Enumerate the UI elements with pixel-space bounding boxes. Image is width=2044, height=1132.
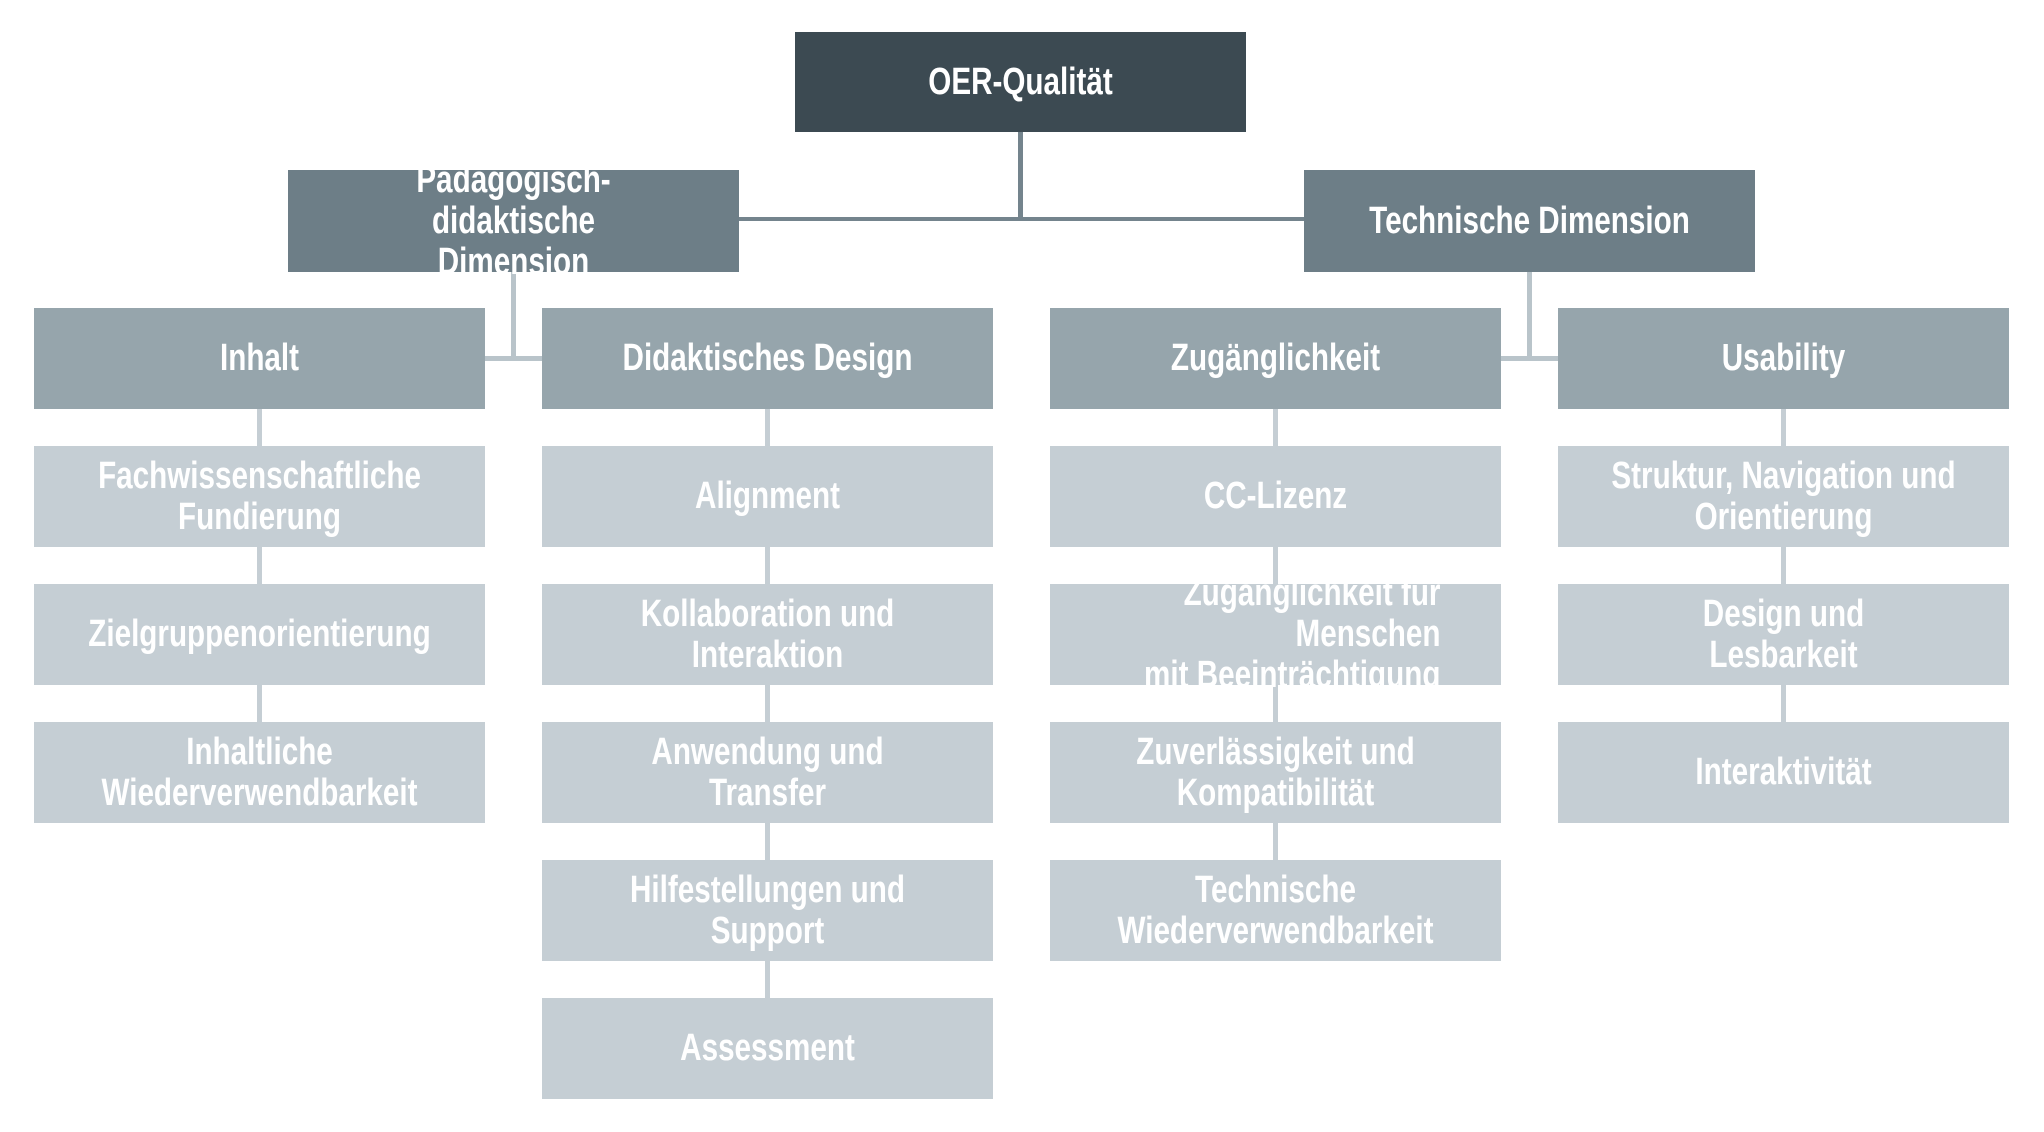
node-category-inhalt-label: Inhalt <box>219 337 300 379</box>
connector-paedagogisch-span <box>485 356 542 361</box>
node-dimension-technisch: Technische Dimension <box>1304 170 1755 272</box>
connector-inhalt-3 <box>257 685 262 722</box>
node-item-kollaboration-und-interaktion: Kollaboration und Interaktion <box>542 584 993 685</box>
connector-paedagogisch-drop <box>511 272 516 361</box>
connector-zugaenglichkeit-1 <box>1273 409 1278 446</box>
node-item-zielgruppenorientierung: Zielgruppenorientierung <box>34 584 485 685</box>
node-item-cc-lizenz: CC-Lizenz <box>1050 446 1501 547</box>
node-item-label: Fachwissenschaftliche Fundierung <box>98 454 421 538</box>
connector-root-span <box>739 217 1305 221</box>
node-item-zuverlaessigkeit-und-kompatibilitaet: Zuverlässigkeit und Kompatibilität <box>1050 722 1501 823</box>
node-item-design-und-lesbarkeit: Design und Lesbarkeit <box>1558 584 2009 685</box>
connector-didaktik-1 <box>765 409 770 446</box>
node-dimension-technisch-label: Technische Dimension <box>1369 199 1690 242</box>
node-dimension-paedagogisch-didaktisch: Pädagogisch-didaktische Dimension <box>288 159 739 282</box>
node-item-label: Zugänglichkeit für Menschen mit Beeinträ… <box>1144 572 1441 696</box>
connector-usability-1 <box>1781 409 1786 446</box>
connector-didaktik-2 <box>765 547 770 584</box>
node-item-label: Anwendung und Transfer <box>651 730 884 814</box>
connector-didaktik-5 <box>765 961 770 998</box>
node-item-label: Zielgruppenorientierung <box>88 613 431 655</box>
node-root: OER-Qualität <box>795 32 1246 132</box>
connector-zugaenglichkeit-4 <box>1273 823 1278 860</box>
node-category-usability: Usability <box>1558 308 2009 409</box>
connector-root-drop <box>1018 132 1023 219</box>
node-item-technische-wiederverwendbarkeit: Technische Wiederverwendbarkeit <box>1050 860 1501 961</box>
connector-usability-3 <box>1781 685 1786 722</box>
connector-zugaenglichkeit-2 <box>1273 547 1278 584</box>
node-item-label: Alignment <box>695 475 840 517</box>
node-item-label: Design und Lesbarkeit <box>1702 592 1865 676</box>
node-item-fachwissenschaftliche-fundierung: Fachwissenschaftliche Fundierung <box>34 446 485 547</box>
connector-didaktik-4 <box>765 823 770 860</box>
node-dimension-paedagogisch-didaktisch-label: Pädagogisch-didaktische Dimension <box>416 158 611 283</box>
node-category-usability-label: Usability <box>1721 337 1846 379</box>
node-item-alignment: Alignment <box>542 446 993 547</box>
node-category-zugaenglichkeit: Zugänglichkeit <box>1050 308 1501 409</box>
node-item-anwendung-und-transfer: Anwendung und Transfer <box>542 722 993 823</box>
connector-zugaenglichkeit-3 <box>1273 685 1278 722</box>
connector-didaktik-3 <box>765 685 770 722</box>
node-item-label: Assessment <box>680 1027 855 1069</box>
node-item-interaktivitaet: Interaktivität <box>1558 722 2009 823</box>
connector-technisch-span <box>1501 356 1558 361</box>
node-item-label: Zuverlässigkeit und Kompatibilität <box>1136 730 1415 814</box>
connector-inhalt-2 <box>257 547 262 584</box>
node-item-label: Kollaboration und Interaktion <box>640 592 895 676</box>
node-item-label: Hilfestellungen und Support <box>630 868 905 952</box>
node-item-struktur-navigation-orientierung: Struktur, Navigation und Orientierung <box>1558 446 2009 547</box>
node-item-zugaenglichkeit-fuer-menschen: Zugänglichkeit für Menschen mit Beeinträ… <box>1050 573 1501 696</box>
node-item-hilfestellungen-und-support: Hilfestellungen und Support <box>542 860 993 961</box>
connector-inhalt-1 <box>257 409 262 446</box>
connector-usability-2 <box>1781 547 1786 584</box>
node-category-didaktisches-design-label: Didaktisches Design <box>622 337 913 379</box>
node-category-zugaenglichkeit-label: Zugänglichkeit <box>1170 337 1381 379</box>
node-item-label: CC-Lizenz <box>1203 475 1348 517</box>
node-root-label: OER-Qualität <box>928 60 1113 103</box>
node-item-assessment: Assessment <box>542 998 993 1099</box>
node-category-inhalt: Inhalt <box>34 308 485 409</box>
node-item-label: Technische Wiederverwendbarkeit <box>1117 868 1434 952</box>
node-item-label: Inhaltliche Wiederverwendbarkeit <box>101 730 418 814</box>
connector-technisch-drop <box>1527 272 1532 361</box>
node-item-label: Struktur, Navigation und Orientierung <box>1611 454 1956 538</box>
node-item-inhaltliche-wiederverwendbarkeit: Inhaltliche Wiederverwendbarkeit <box>34 722 485 823</box>
node-item-label: Interaktivität <box>1695 751 1872 793</box>
node-category-didaktisches-design: Didaktisches Design <box>542 308 993 409</box>
